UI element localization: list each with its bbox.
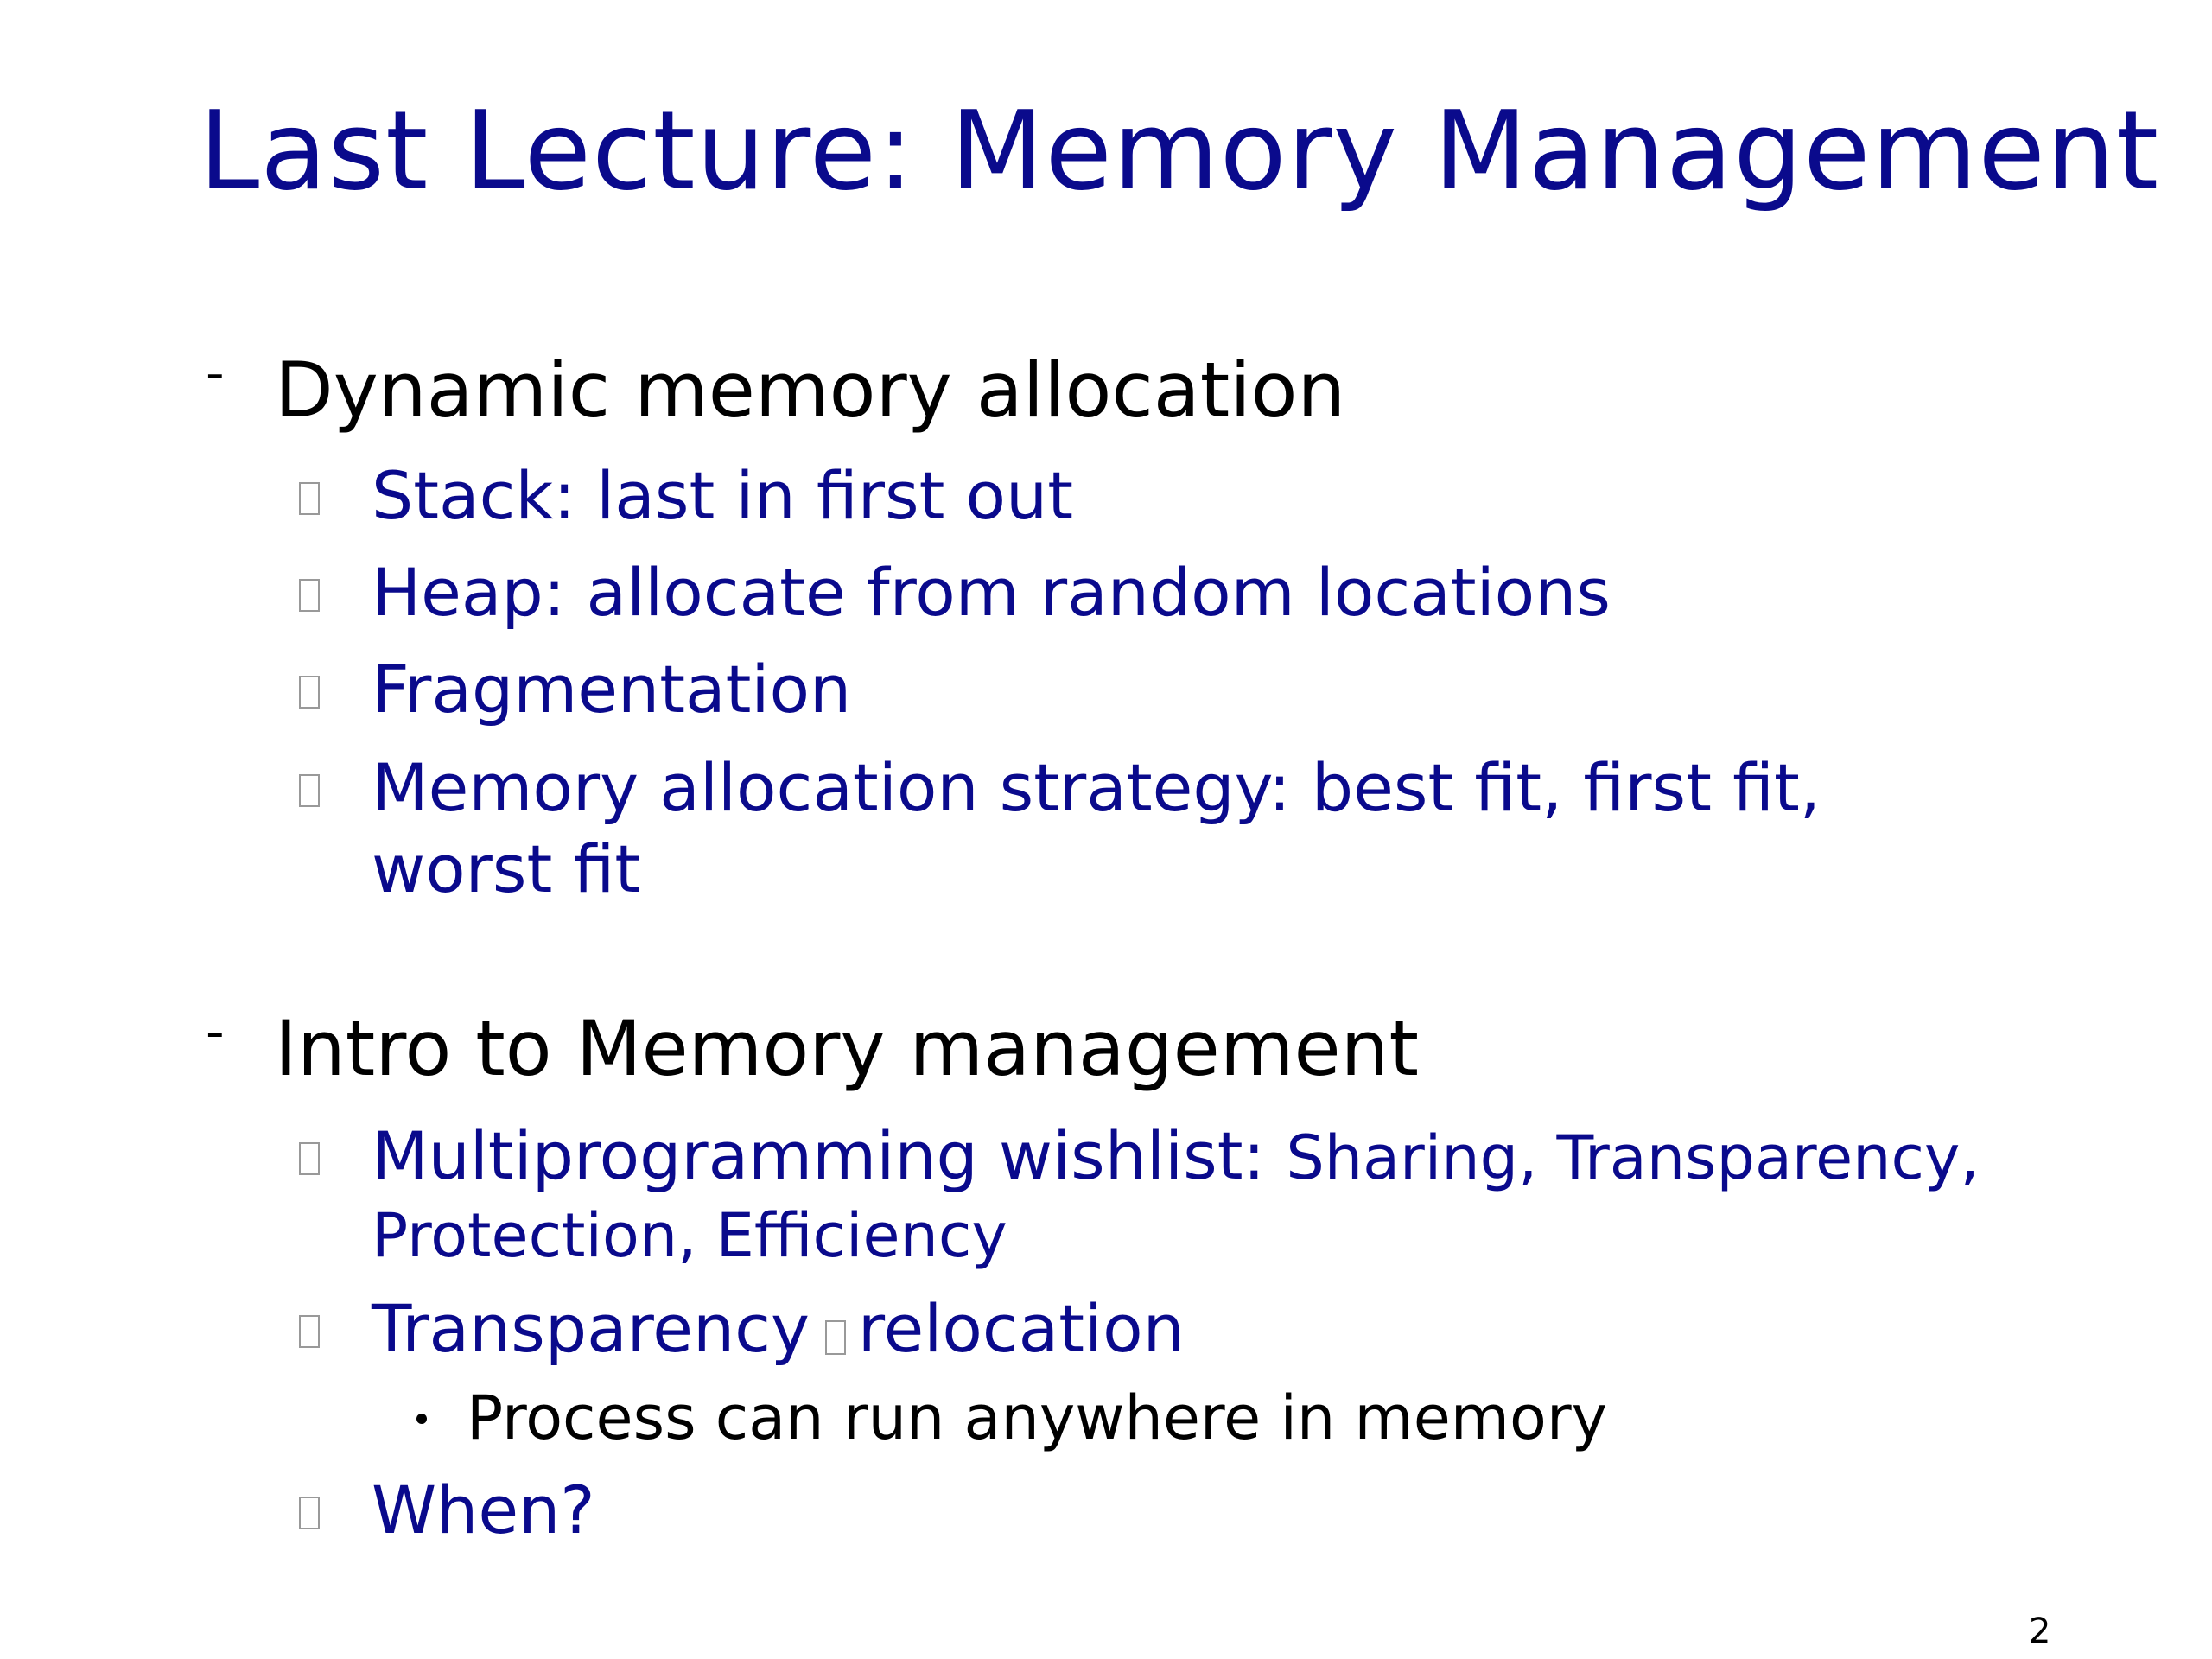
list-item-text: Protection, Efficiency — [372, 1194, 1007, 1273]
relocation-label: relocation — [857, 1290, 1185, 1367]
section-heading-text: Dynamic memory allocation — [275, 346, 1346, 435]
list-item-text: When? — [372, 1471, 595, 1548]
arrow-placeholder-icon — [824, 1320, 846, 1355]
list-item-text: Heap: allocate from random locations — [372, 554, 1611, 631]
section-heading-text: Intro to Memory management — [275, 1004, 1419, 1093]
wishlist-lead: Multiprogramming wishlist: — [372, 1117, 1287, 1194]
bullet-box-icon — [299, 482, 320, 515]
sub-list-item-text: Process can run anywhere in memory — [467, 1382, 1608, 1453]
list-item-text: Multiprogramming wishlist: Sharing, Tran… — [372, 1116, 1980, 1195]
page-number: 2 — [2029, 1611, 2051, 1651]
bullet-box-icon — [299, 676, 320, 709]
list-item-text: Transparency relocation — [372, 1289, 1185, 1368]
list-item-text: Fragmentation — [372, 651, 852, 728]
dash-bullet: - — [206, 343, 225, 404]
transparency-label: Transparency — [372, 1290, 810, 1367]
bullet-box-icon — [299, 1315, 320, 1348]
list-item-text: Memory allocation strategy: best fit, fi… — [372, 749, 1821, 826]
bullet-box-icon — [299, 1497, 320, 1529]
wishlist-cont: Protection, Efficiency — [372, 1200, 1007, 1271]
dash-bullet: - — [206, 1001, 225, 1062]
list-item-text: Stack: last in first out — [372, 457, 1073, 534]
bullet-box-icon — [299, 579, 320, 612]
dot-bullet-icon — [416, 1414, 427, 1424]
bullet-box-icon — [299, 1142, 320, 1175]
wishlist-rest: Sharing, Transparency, — [1286, 1122, 1980, 1193]
bullet-box-icon — [299, 774, 320, 807]
list-item-text: worst fit — [372, 830, 641, 907]
slide-title: Last Lecture: Memory Management — [199, 87, 2160, 214]
